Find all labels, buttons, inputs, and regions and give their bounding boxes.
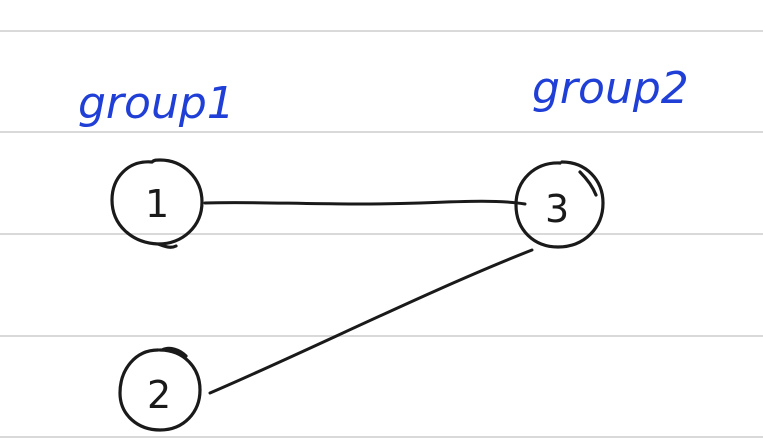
node-3-circle [514, 160, 605, 249]
node-2-circle [118, 346, 202, 432]
node-1-circle [110, 158, 204, 249]
node-1: 1 [110, 158, 204, 249]
node-2: 2 [118, 346, 202, 432]
node-2-label: 2 [147, 373, 171, 417]
node-3-label: 3 [545, 187, 569, 231]
group-label-1: group1 [78, 78, 235, 129]
node-1-label: 1 [145, 182, 169, 226]
group-label-2: group2 [532, 63, 689, 114]
edge-1-3 [203, 199, 527, 206]
node-3: 3 [514, 160, 605, 249]
edge-2-3 [208, 248, 534, 395]
